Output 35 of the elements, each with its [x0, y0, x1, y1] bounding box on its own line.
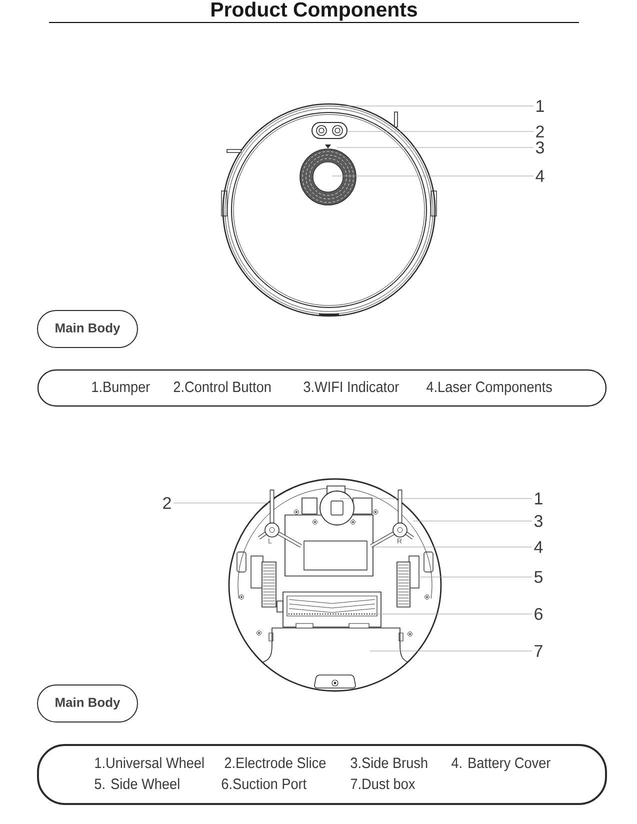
callout-number: 7 — [534, 645, 542, 657]
component-name: 7.Dust box — [350, 778, 416, 790]
label-pill: Main Body — [37, 310, 138, 348]
callout-number: 2 — [536, 126, 544, 138]
callout-number: 4 — [534, 541, 543, 553]
callout-number: 4 — [536, 170, 544, 182]
component-name: 4.Laser Components — [426, 382, 552, 396]
leader-line — [346, 131, 534, 132]
component-name: 1.Universal Wheel — [95, 757, 204, 768]
component-name: 6.Suction Port — [222, 778, 306, 790]
label-pill: Main Body — [37, 684, 138, 722]
leader-line — [420, 576, 532, 578]
leader-line — [370, 650, 532, 652]
component-name: 4. Battery Cover — [452, 758, 550, 772]
leader-line — [412, 520, 532, 522]
component-name: 1.Bumper — [92, 382, 150, 396]
leader-line — [336, 147, 534, 148]
component-name: 2.Electrode Slice — [224, 757, 326, 768]
leader-line — [340, 498, 532, 499]
component-name: 3.Side Brush — [350, 757, 428, 768]
callout-number: 6 — [534, 608, 542, 620]
callout-number: 1 — [536, 100, 544, 112]
callout-number: 3 — [534, 515, 542, 527]
callout-number: 3 — [536, 142, 544, 154]
callout-number: 1 — [535, 492, 542, 504]
robot-bottom-view — [228, 478, 442, 692]
component-name: 3.WIFI Indicator — [304, 381, 399, 392]
callout-number: 2 — [163, 497, 171, 509]
callout-number: 5 — [534, 571, 542, 583]
robot-top-view — [221, 103, 437, 317]
title: Product Components — [212, 2, 417, 21]
leader-line — [173, 502, 270, 504]
component-name: 2.Control Button — [174, 381, 271, 392]
component-name: 5. Side Wheel — [94, 778, 180, 790]
leader-line — [372, 546, 532, 548]
